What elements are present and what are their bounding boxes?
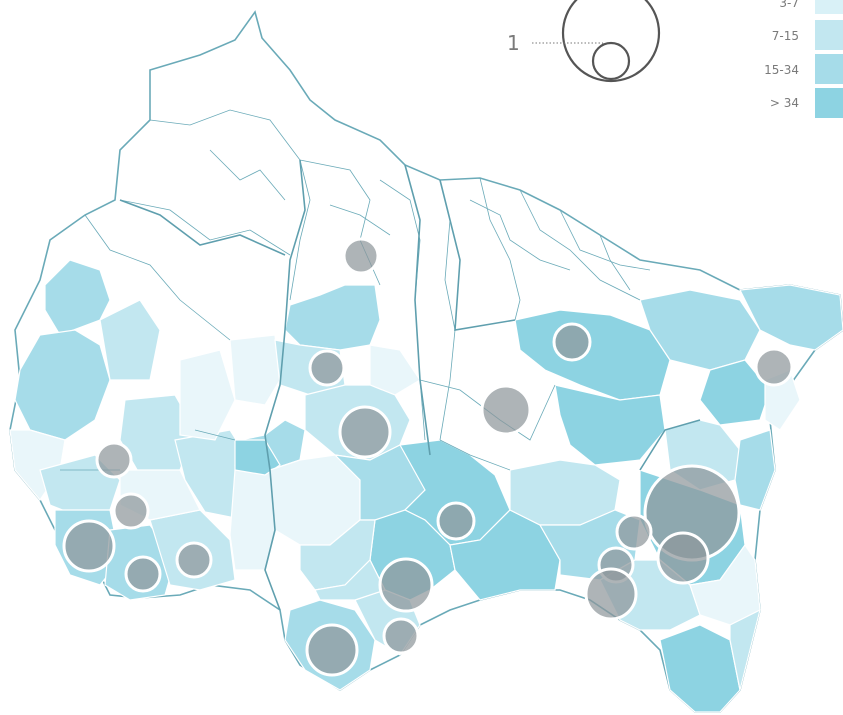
district-shaded [734, 429, 776, 511]
proportional-circle [112, 492, 150, 530]
proportional-circle [124, 555, 162, 593]
district-shaded [14, 329, 111, 441]
legend-size-circle-small [591, 41, 631, 81]
legend-size-circle-large [561, 0, 661, 83]
proportional-circle [305, 623, 359, 677]
district-shaded [699, 359, 771, 426]
legend-swatch-2 [815, 20, 843, 50]
proportional-circle [338, 405, 392, 459]
proportional-circle [175, 541, 213, 579]
district-shaded [284, 284, 381, 351]
region-border-line [264, 159, 306, 611]
legend: 1 3-7 7-15 15-34 > 34 [507, 0, 843, 118]
border-line [439, 439, 511, 471]
border-line [209, 149, 286, 201]
border-line [149, 109, 301, 161]
legend-class-label-1: 3-7 [779, 0, 799, 10]
border-line [519, 189, 641, 301]
region-borders [119, 159, 701, 611]
district-shaded [229, 334, 281, 406]
border-line [479, 177, 521, 321]
legend-class-label-4: > 34 [770, 96, 799, 110]
proportional-circle [754, 347, 794, 387]
border-line [559, 209, 651, 271]
region-border-line [404, 164, 431, 456]
district-borders [60, 109, 651, 471]
district-shaded [449, 509, 561, 601]
border-line [599, 234, 631, 291]
district-shaded [179, 349, 236, 441]
proportional-circle [552, 322, 592, 362]
district-shaded [44, 259, 111, 336]
district-shaded [729, 608, 761, 691]
proportional-circle [480, 384, 532, 436]
district-shaded [554, 384, 666, 466]
border-line [329, 204, 391, 236]
legend-class-label-3: 15-34 [764, 63, 799, 77]
legend-swatch-1 [815, 0, 843, 14]
border-line [84, 214, 231, 341]
border-line [119, 199, 291, 256]
district-shaded [99, 299, 161, 381]
border-line [289, 159, 311, 301]
district-shaded [659, 624, 741, 713]
legend-swatch-4 [815, 88, 843, 118]
proportional-circle [584, 567, 638, 621]
district-shaded [739, 284, 843, 351]
border-line [469, 199, 571, 271]
proportional-circle [378, 557, 434, 613]
legend-swatch-3 [815, 54, 843, 84]
region-border-line [639, 419, 701, 471]
border-line [194, 429, 236, 441]
proportional-circles [62, 237, 794, 677]
proportional-circle [62, 519, 116, 573]
proportional-circle [656, 531, 710, 585]
proportional-circle [95, 441, 133, 479]
proportional-circle [436, 501, 476, 541]
district-shaded [314, 558, 386, 601]
region-border-line [439, 179, 516, 331]
proportional-circle [615, 513, 653, 551]
proportional-circle [342, 237, 380, 275]
district-shaded [369, 344, 421, 396]
proportional-circle [308, 349, 346, 387]
district-shaded [689, 543, 761, 626]
legend-class-label-2: 7-15 [772, 29, 799, 43]
region-border-line [119, 199, 286, 256]
proportional-circle [382, 617, 420, 655]
legend-size-label: 1 [507, 31, 520, 55]
